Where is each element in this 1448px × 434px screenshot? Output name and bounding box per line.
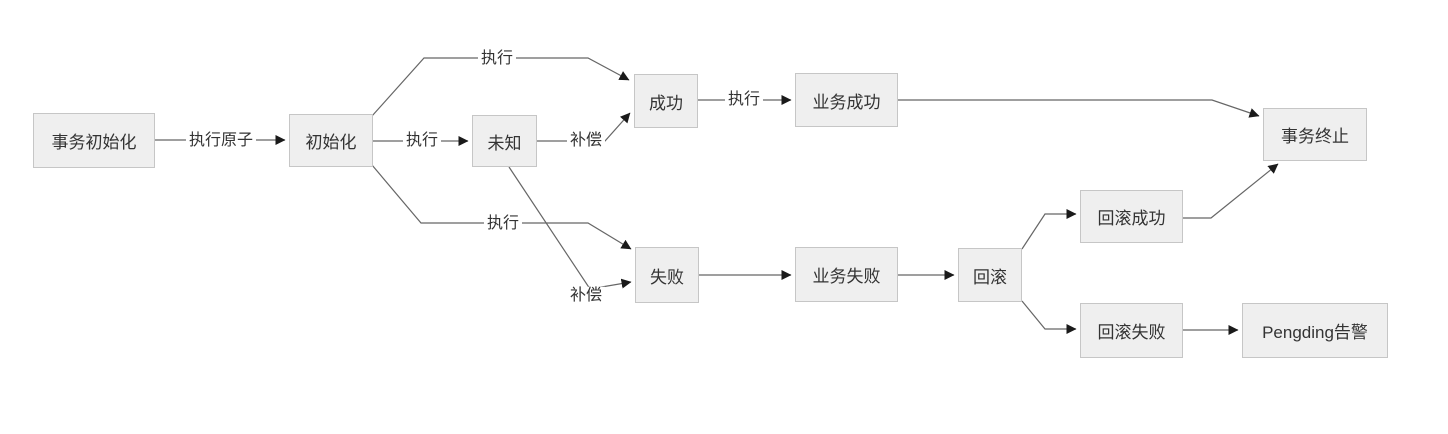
node-rollback-success: 回滚成功	[1080, 190, 1183, 243]
edge-biz-success-to-transaction-end	[898, 99, 1260, 118]
edge-label-execute-top: 执行	[477, 49, 517, 69]
node-success: 成功	[634, 74, 698, 128]
node-rollback-failure: 回滚失败	[1080, 303, 1183, 358]
edge-rollback-to-rollback-failure	[1021, 300, 1077, 334]
node-failure: 失败	[635, 247, 699, 303]
edge-rollback-success-to-transaction-end	[1183, 163, 1279, 219]
node-init: 初始化	[289, 114, 373, 167]
edge-label-execute-atomic: 执行原子	[185, 131, 257, 151]
edge-rollback-to-rollback-success	[1021, 209, 1077, 250]
node-biz-failure: 业务失败	[795, 247, 898, 302]
node-transaction-init: 事务初始化	[33, 113, 155, 168]
edge-label-compensate-mid: 补偿	[566, 131, 606, 151]
node-biz-success: 业务成功	[795, 73, 898, 127]
edge-label-execute-mid: 执行	[402, 131, 442, 151]
edge-unknown-to-failure	[508, 166, 632, 290]
edge-init-to-failure	[371, 164, 632, 250]
node-rollback: 回滚	[958, 248, 1022, 302]
node-transaction-end: 事务终止	[1263, 108, 1367, 161]
node-unknown: 未知	[472, 115, 537, 167]
node-pending-alert: Pengding告警	[1242, 303, 1388, 358]
edge-label-execute-bottom: 执行	[483, 214, 523, 234]
edge-label-execute-success: 执行	[724, 90, 764, 110]
edge-label-compensate-bottom: 补偿	[566, 286, 606, 306]
